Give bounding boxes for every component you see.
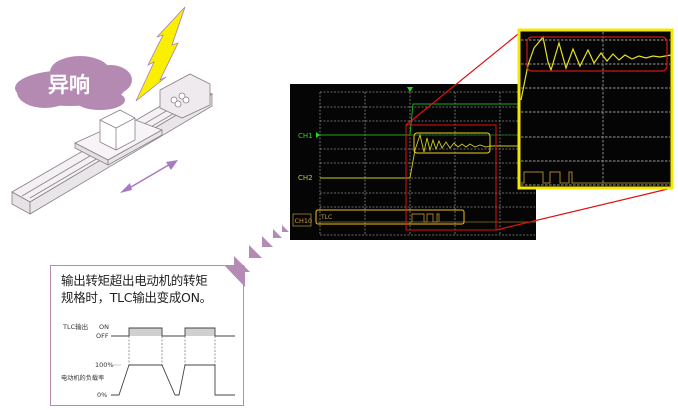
oscillation-highlight-box [413,132,491,154]
trigger-marker-icon [407,87,413,92]
note-line-2: 规格时，TLC输出变成ON。 [61,290,212,305]
lightning-icon [135,6,186,102]
timing-diagram: TLC输出 ON OFF 100% 电动机的负载率 0% [61,266,245,399]
noise-label: 异响 [48,73,90,97]
ch2-label: CH2 [298,174,313,182]
tlc-timing-line [111,327,235,337]
inset-tlc-trace [521,171,671,184]
tlc-scope-label: TLC [320,214,332,221]
movement-arrow-icon [120,160,178,193]
noise-cloud [15,56,132,110]
zoom-region-box [405,124,497,231]
ch1-trace [320,103,536,136]
tlc-output-label: TLC输出 [62,322,88,331]
linear-actuator-illustration [11,73,213,215]
note-text: 输出转矩超出电动机的转矩 规格时，TLC输出变成ON。 [61,272,212,306]
note-line-1: 输出转矩超出电动机的转矩 [61,273,208,288]
magnified-inset [517,28,674,190]
ch2-trace [320,133,536,179]
max-load-label: 100% [95,361,114,369]
off-label: OFF [96,332,109,340]
load-rate-label: 电动机的负载率 [61,374,104,382]
scope-grid [319,91,535,236]
tlc-trace [410,213,440,223]
ch1-label: CH1 [298,132,313,140]
explanation-note: 输出转矩超出电动机的转矩 规格时，TLC输出变成ON。 TLC输出 ON OFF… [50,265,245,406]
inset-oscillation-highlight [526,36,668,72]
load-timing-line [111,364,235,396]
oscilloscope-screen: CH1 CH2 CH10 TLC [290,84,536,240]
min-load-label: 0% [97,391,107,399]
inset-ch2-trace [520,35,672,101]
tlc-highlight-box [315,209,465,225]
on-label: ON [99,323,109,331]
ch10-label: CH10 [295,217,313,225]
